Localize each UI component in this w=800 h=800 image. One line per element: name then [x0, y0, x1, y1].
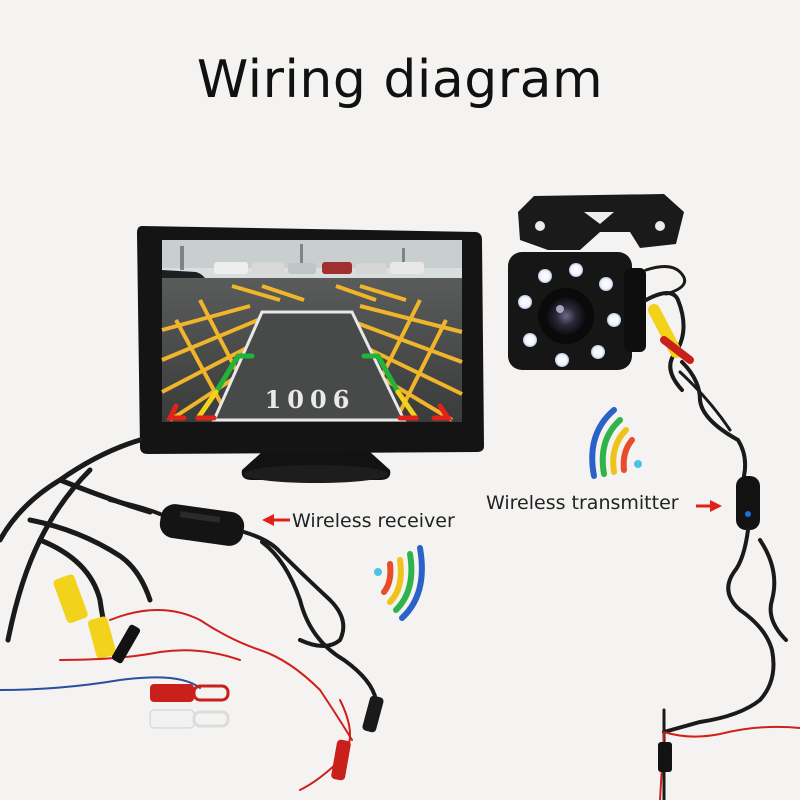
rca-yellow-connector	[53, 574, 116, 659]
alligator-clips	[331, 695, 384, 781]
fuse-holder	[111, 624, 141, 664]
transmitter-plug	[658, 742, 672, 772]
transmitter-cable	[662, 528, 788, 734]
screen-road-text: 1006	[265, 385, 356, 414]
transmitter-led	[745, 511, 751, 517]
wireless-transmitter-module-icon	[736, 476, 760, 530]
wireless-transmitter-label: Wireless transmitter	[486, 492, 679, 514]
rca-red-connector	[150, 684, 230, 702]
receiver-arrow	[262, 514, 290, 526]
backup-camera-icon	[508, 194, 684, 370]
wireless-receiver-module-icon	[159, 504, 245, 546]
diagram-title: Wiring diagram	[196, 50, 604, 110]
wireless-signal-icon	[589, 407, 642, 479]
transmitter-arrow	[696, 500, 722, 512]
wireless-signal-icon	[374, 545, 425, 621]
monitor-screen: 1006	[161, 240, 463, 422]
camera-cable	[644, 265, 748, 478]
monitor-icon: 1006	[137, 226, 484, 483]
receiver-cable	[108, 498, 378, 702]
rca-white-connector	[149, 709, 230, 729]
wireless-receiver-label: Wireless receiver	[292, 510, 455, 532]
camera-led-ring	[518, 263, 621, 367]
camera-lens	[547, 297, 585, 335]
transmitter-power-wires	[659, 708, 800, 800]
